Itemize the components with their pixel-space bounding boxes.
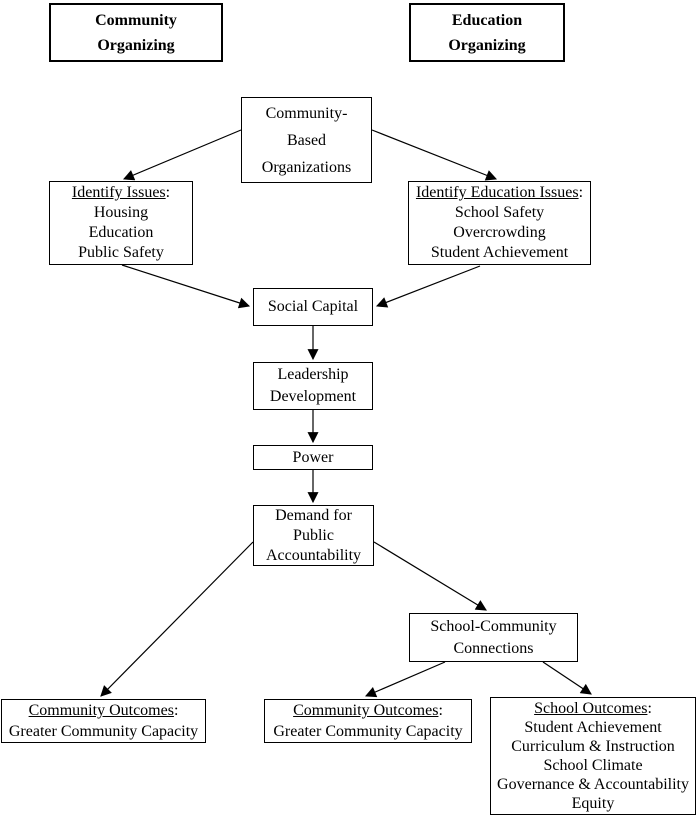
node-community-based-organizations: Community- Based Organizations <box>241 97 372 183</box>
node-title: Community Outcomes: <box>293 702 443 719</box>
node-school-community-connections: School-Community Connections <box>409 613 578 662</box>
node-line: Leadership <box>277 366 349 383</box>
node-line: Organizations <box>261 158 352 176</box>
node-line: Community- <box>265 104 348 122</box>
node-line: Demand for <box>275 506 352 524</box>
node-line: Greater Community Capacity <box>8 723 199 740</box>
node-title: Community Outcomes: <box>28 702 179 719</box>
title-colon: : <box>173 702 179 719</box>
arrow-identify-education-issues-to-social-capital <box>375 265 481 308</box>
node-school-outcomes: School Outcomes: Student Achievement Cur… <box>490 697 696 815</box>
node-line: Social Capital <box>267 298 359 315</box>
node-identify-issues: Identify Issues: Housing Education Publi… <box>49 181 193 265</box>
node-line: Public Safety <box>78 244 164 261</box>
node-demand-for-public-accountability: Demand for Public Accountability <box>253 505 374 566</box>
arrow-school-community-to-school-outcomes <box>542 661 592 695</box>
arrow-demand-to-school-community-connections <box>373 541 487 611</box>
node-line: Power <box>292 449 334 466</box>
node-line: Connections <box>453 639 534 657</box>
node-line: School Climate <box>543 757 643 774</box>
title-colon: : <box>647 700 652 717</box>
node-community-outcomes-center: Community Outcomes: Greater Community Ca… <box>264 699 472 743</box>
node-line: Equity <box>571 795 615 812</box>
node-line: Housing <box>93 204 149 221</box>
arrow-identify-issues-to-social-capital <box>121 264 251 309</box>
node-line: Accountability <box>265 546 362 564</box>
node-line: Public <box>293 526 334 544</box>
node-line: School-Community <box>430 617 557 635</box>
node-line: Development <box>269 388 357 405</box>
node-line: School Safety <box>454 204 545 221</box>
node-line: Student Achievement <box>524 719 662 736</box>
title-colon: : <box>438 702 443 719</box>
node-line: Greater Community Capacity <box>273 723 463 740</box>
node-power: Power <box>253 445 373 470</box>
node-line: Education <box>451 11 523 29</box>
title-colon: : <box>165 184 171 201</box>
node-line: Overcrowding <box>453 224 546 241</box>
node-education-organizing: Education Organizing <box>409 3 565 62</box>
arrow-demand-to-community-outcomes-left <box>100 541 254 697</box>
node-title: Identify Education Issues: <box>415 184 584 201</box>
node-title: School Outcomes: <box>534 700 652 717</box>
arrow-cbo-to-identify-education-issues <box>371 129 498 181</box>
node-community-outcomes-left: Community Outcomes: Greater Community Ca… <box>1 699 206 743</box>
arrow-cbo-to-identify-issues <box>122 129 242 181</box>
arrow-school-community-to-community-outcomes-center <box>364 661 446 698</box>
node-community-organizing: Community Organizing <box>49 3 223 62</box>
node-line: Curriculum & Instruction <box>511 738 675 755</box>
node-line: Organizing <box>97 36 175 54</box>
node-line: Student Achievement <box>430 244 569 261</box>
node-line: Based <box>286 131 327 149</box>
node-line: Community <box>95 11 177 29</box>
node-line: Organizing <box>448 36 526 54</box>
node-line: Governance & Accountability <box>497 776 689 793</box>
title-colon: : <box>578 184 584 201</box>
node-line: Education <box>88 224 154 241</box>
node-leadership-development: Leadership Development <box>253 362 373 410</box>
node-identify-education-issues: Identify Education Issues: School Safety… <box>408 181 591 265</box>
node-title: Identify Issues: <box>71 184 171 201</box>
node-social-capital: Social Capital <box>253 288 373 326</box>
